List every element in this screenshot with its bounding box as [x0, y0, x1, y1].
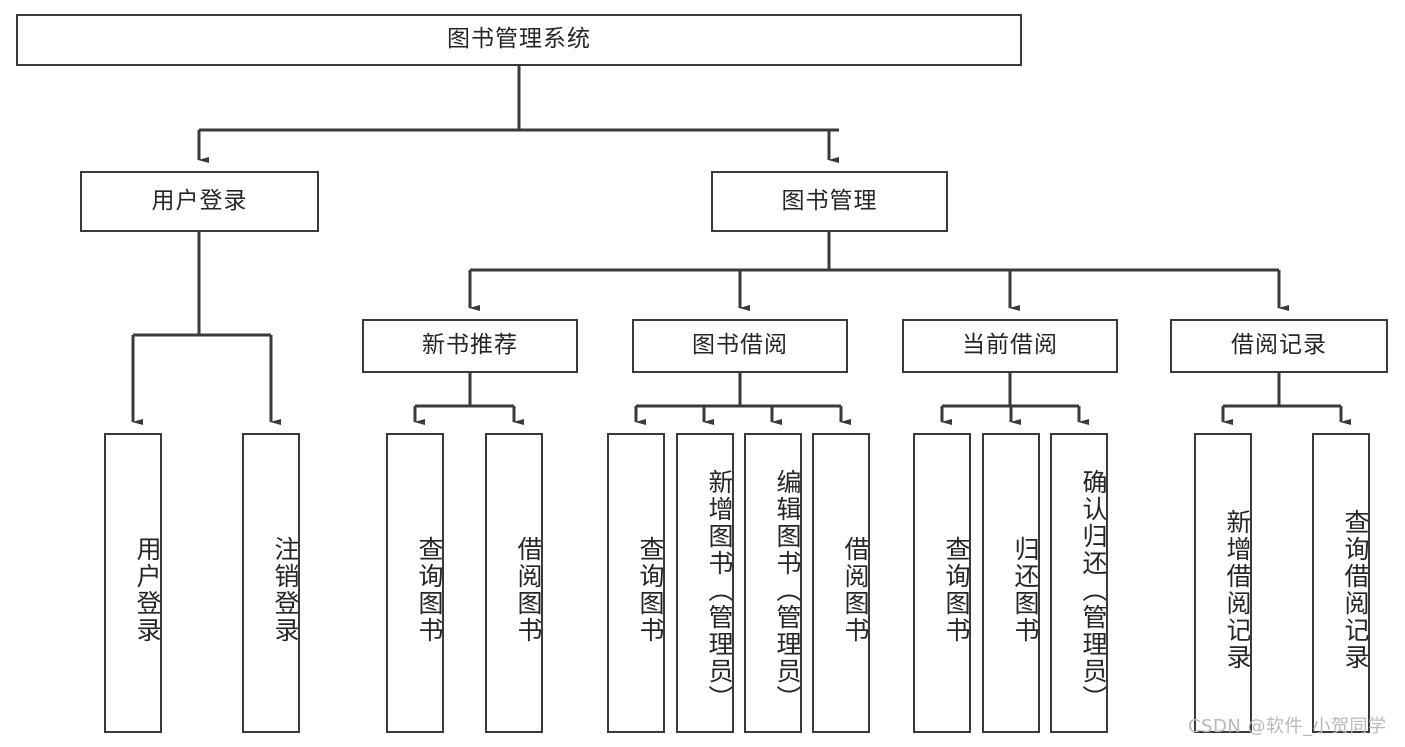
node-label: 查询图书 — [636, 536, 665, 644]
node-label: 注销登录 — [271, 536, 300, 644]
node-borrow-records[interactable]: 借阅记录 — [1170, 319, 1388, 373]
node-new-book-recommendation[interactable]: 新书推荐 — [362, 319, 578, 373]
node-label: 新增图书（管理员） — [705, 468, 734, 712]
leaf-user-login-signin[interactable]: 用户登录 — [104, 433, 162, 733]
node-book-borrowing[interactable]: 图书借阅 — [632, 319, 848, 373]
node-label: 图书借阅 — [692, 332, 788, 359]
leaf-book-borrow-edit-book-admin[interactable]: 编辑图书（管理员） — [744, 433, 802, 733]
leaf-new-books-borrow-book[interactable]: 借阅图书 — [485, 433, 543, 733]
leaf-records-query-borrow-record[interactable]: 查询借阅记录 — [1312, 433, 1370, 733]
node-label: 新增借阅记录 — [1223, 509, 1252, 671]
leaf-new-books-query-book[interactable]: 查询图书 — [386, 433, 444, 733]
leaf-records-add-borrow-record[interactable]: 新增借阅记录 — [1194, 433, 1252, 733]
node-label: 借阅图书 — [514, 536, 543, 644]
node-current-borrowing[interactable]: 当前借阅 — [902, 319, 1118, 373]
node-label: 查询图书 — [415, 536, 444, 644]
node-label: 借阅记录 — [1231, 332, 1327, 359]
node-label: 借阅图书 — [841, 536, 870, 644]
leaf-book-borrow-query-book[interactable]: 查询图书 — [607, 433, 665, 733]
leaf-user-login-signout[interactable]: 注销登录 — [242, 433, 300, 733]
node-label: 归还图书 — [1011, 536, 1040, 644]
node-label: 编辑图书（管理员） — [773, 468, 802, 712]
node-label: 用户登录 — [151, 187, 248, 214]
csdn-watermark: CSDN @软件_小贺同学 — [1188, 716, 1387, 737]
node-root-book-management-system[interactable]: 图书管理系统 — [16, 14, 1022, 66]
leaf-current-borrow-query-book[interactable]: 查询图书 — [913, 433, 971, 733]
node-label: 图书管理 — [781, 187, 878, 214]
node-book-management[interactable]: 图书管理 — [711, 171, 948, 232]
node-label: 当前借阅 — [962, 332, 1058, 359]
leaf-current-borrow-confirm-return-admin[interactable]: 确认归还（管理员） — [1050, 433, 1108, 733]
node-label: 新书推荐 — [422, 332, 518, 359]
leaf-book-borrow-borrow-book[interactable]: 借阅图书 — [812, 433, 870, 733]
node-label: 查询借阅记录 — [1341, 509, 1370, 671]
node-label: 图书管理系统 — [447, 26, 591, 53]
leaf-book-borrow-add-book-admin[interactable]: 新增图书（管理员） — [676, 433, 734, 733]
node-user-login[interactable]: 用户登录 — [80, 171, 319, 232]
leaf-current-borrow-return-book[interactable]: 归还图书 — [982, 433, 1040, 733]
node-label: 用户登录 — [133, 536, 162, 644]
node-label: 确认归还（管理员） — [1079, 468, 1108, 712]
node-label: 查询图书 — [942, 536, 971, 644]
